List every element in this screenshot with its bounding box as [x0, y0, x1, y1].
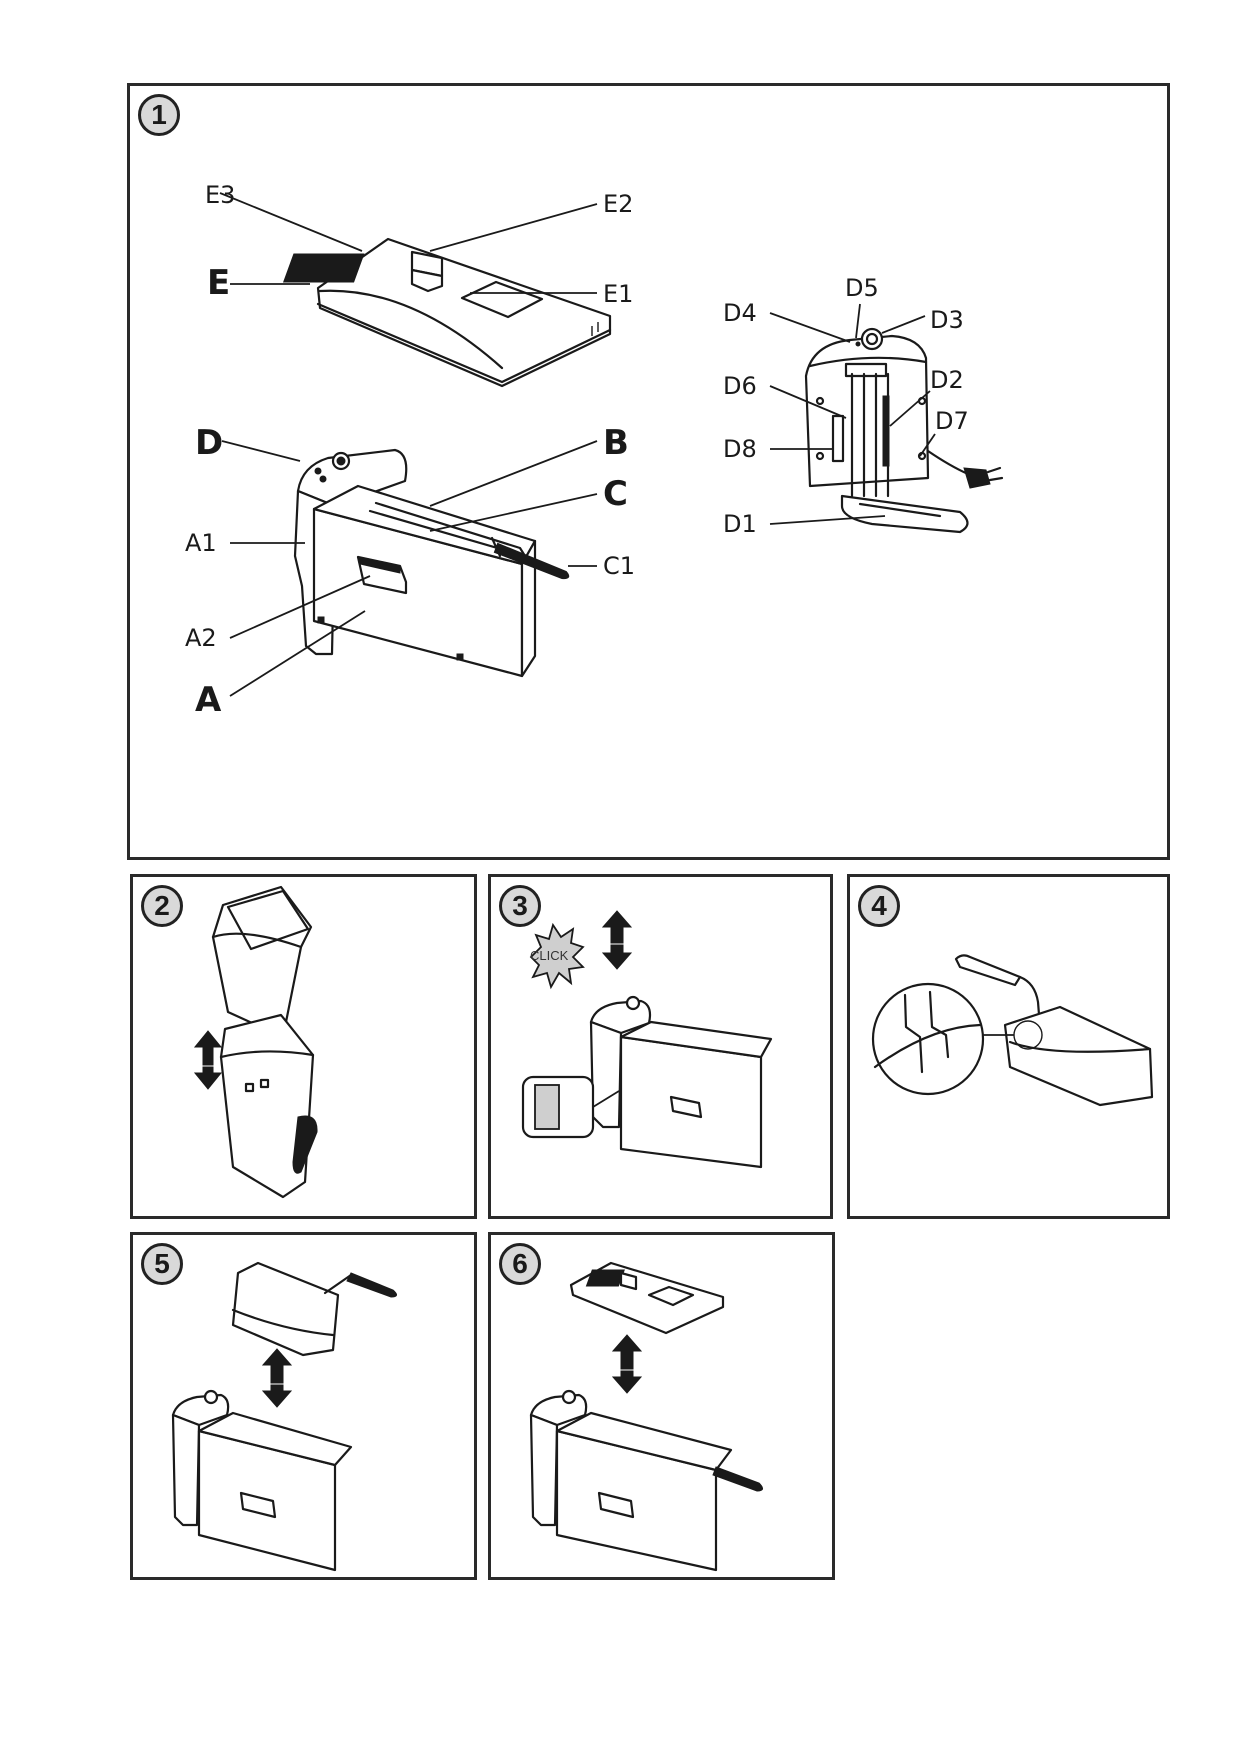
step-5-illustration [171, 1261, 397, 1572]
arrow-down [611, 1370, 643, 1394]
label-E: E [207, 263, 231, 303]
step-badge-1: 1 [138, 94, 180, 136]
lid-drawing [282, 237, 612, 388]
label-B: B [603, 423, 629, 463]
step-badge-3: 3 [499, 885, 541, 927]
step-2-illustration [193, 885, 318, 1199]
step-4-illustration [871, 954, 1154, 1107]
basket [231, 1261, 340, 1357]
outer-housing [219, 1013, 315, 1199]
label-D1: D1 [723, 510, 757, 538]
basket-handle [346, 1272, 397, 1298]
panel-1-parts-overview: 1 [127, 83, 1170, 860]
arrow-up [193, 1030, 223, 1066]
step-6-illustration [529, 1261, 763, 1572]
click-text: CLICK [530, 948, 569, 963]
label-D3: D3 [930, 306, 964, 334]
label-D2: D2 [930, 366, 964, 394]
label-A: A [195, 680, 222, 720]
label-A2: A2 [185, 624, 217, 652]
arrow-up [261, 1348, 293, 1384]
label-A1: A1 [185, 529, 217, 557]
label-D4: D4 [723, 299, 757, 327]
step-badge-2: 2 [141, 885, 183, 927]
basket-handle [712, 1466, 763, 1492]
label-D7: D7 [935, 407, 969, 435]
click-burst [529, 922, 585, 990]
panel-4-attach-basket-handle: 4 [847, 874, 1170, 1219]
heating-element-drawing [804, 327, 1004, 534]
step-badge-6: 6 [499, 1243, 541, 1285]
label-C1: C1 [603, 552, 636, 580]
arrow-down [193, 1066, 223, 1090]
arrow-up [601, 910, 633, 944]
leader-lines [219, 192, 936, 697]
arrow-down [261, 1384, 293, 1408]
step-3-illustration [521, 910, 773, 1169]
panel-3-attach-control-unit: 3 CLICK [488, 874, 833, 1219]
label-E3: E3 [205, 181, 236, 209]
arrow-up [611, 1334, 643, 1370]
step-badge-4: 4 [858, 885, 900, 927]
basket-handle [954, 954, 1022, 987]
label-D8: D8 [723, 435, 757, 463]
label-E2: E2 [603, 190, 634, 218]
label-D: D [195, 423, 224, 463]
parts-illustration [219, 192, 1004, 697]
label-E1: E1 [603, 280, 634, 308]
panel-2-insert-tank: 2 [130, 874, 477, 1219]
label-D6: D6 [723, 372, 757, 400]
panel-5-insert-basket: 5 [130, 1232, 477, 1580]
step-badge-5: 5 [141, 1243, 183, 1285]
label-D5: D5 [845, 274, 879, 302]
panel-6-fit-lid: 6 [488, 1232, 835, 1580]
zoom-circle [871, 982, 985, 1096]
arrow-down [601, 944, 633, 970]
label-C: C [603, 474, 628, 514]
fryer-drawing [293, 448, 570, 678]
